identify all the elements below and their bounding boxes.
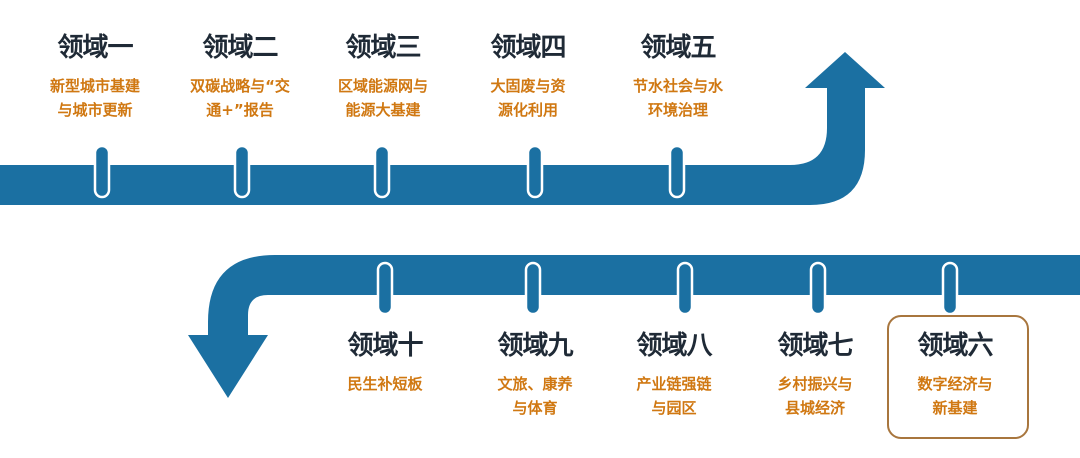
domain-subtitle: 新型城市基建与城市更新: [49, 77, 140, 119]
domain-9: 领域九 文旅、康养与体育: [460, 330, 610, 420]
domain-8: 领域八 产业链强链与园区: [599, 330, 749, 420]
domain-title: 领域十: [347, 331, 423, 361]
domain-title: 领域八: [636, 331, 712, 361]
peg: [233, 144, 251, 199]
peg: [376, 261, 394, 316]
top-pipe-arrow-up: [0, 52, 885, 205]
domain-6: 领域六 数字经济与新基建: [880, 330, 1030, 420]
domain-subtitle: 节水社会与水环境治理: [632, 77, 723, 119]
peg: [941, 261, 959, 316]
peg: [809, 261, 827, 316]
domain-title: 领域三: [345, 33, 421, 63]
domain-3: 领域三 区域能源网与能源大基建: [308, 32, 458, 122]
domain-title: 领域六: [917, 331, 993, 361]
domain-title: 领域一: [57, 33, 133, 63]
domain-subtitle: 数字经济与新基建: [917, 375, 993, 417]
domain-1: 领域一 新型城市基建与城市更新: [20, 32, 170, 122]
domain-subtitle: 产业链强链与园区: [636, 375, 712, 417]
peg: [526, 144, 544, 199]
domain-subtitle: 大固废与资源化利用: [490, 77, 566, 119]
domain-10: 领域十 民生补短板: [310, 330, 460, 396]
domain-subtitle: 区域能源网与能源大基建: [337, 77, 428, 119]
bottom-pipe-arrow-down: [188, 255, 1080, 398]
peg: [668, 144, 686, 199]
domain-title: 领域四: [490, 33, 566, 63]
highlight-box-domain-6: [887, 315, 1029, 439]
domain-2: 领域二 双碳战略与“交通+”报告: [165, 32, 315, 122]
peg: [524, 261, 542, 316]
peg: [373, 144, 391, 199]
domain-title: 领域九: [497, 331, 573, 361]
domain-subtitle: 乡村振兴与县城经济: [777, 375, 853, 417]
domain-title: 领域七: [777, 331, 853, 361]
domain-7: 领域七 乡村振兴与县城经济: [740, 330, 890, 420]
domain-4: 领域四 大固废与资源化利用: [453, 32, 603, 122]
domain-5: 领域五 节水社会与水环境治理: [603, 32, 753, 122]
peg: [676, 261, 694, 316]
domain-title: 领域五: [640, 33, 716, 63]
domain-subtitle: 双碳战略与“交通+”报告: [190, 77, 290, 119]
domain-title: 领域二: [202, 33, 278, 63]
domain-subtitle: 文旅、康养与体育: [497, 375, 573, 417]
domain-subtitle: 民生补短板: [347, 375, 423, 393]
peg: [93, 144, 111, 199]
